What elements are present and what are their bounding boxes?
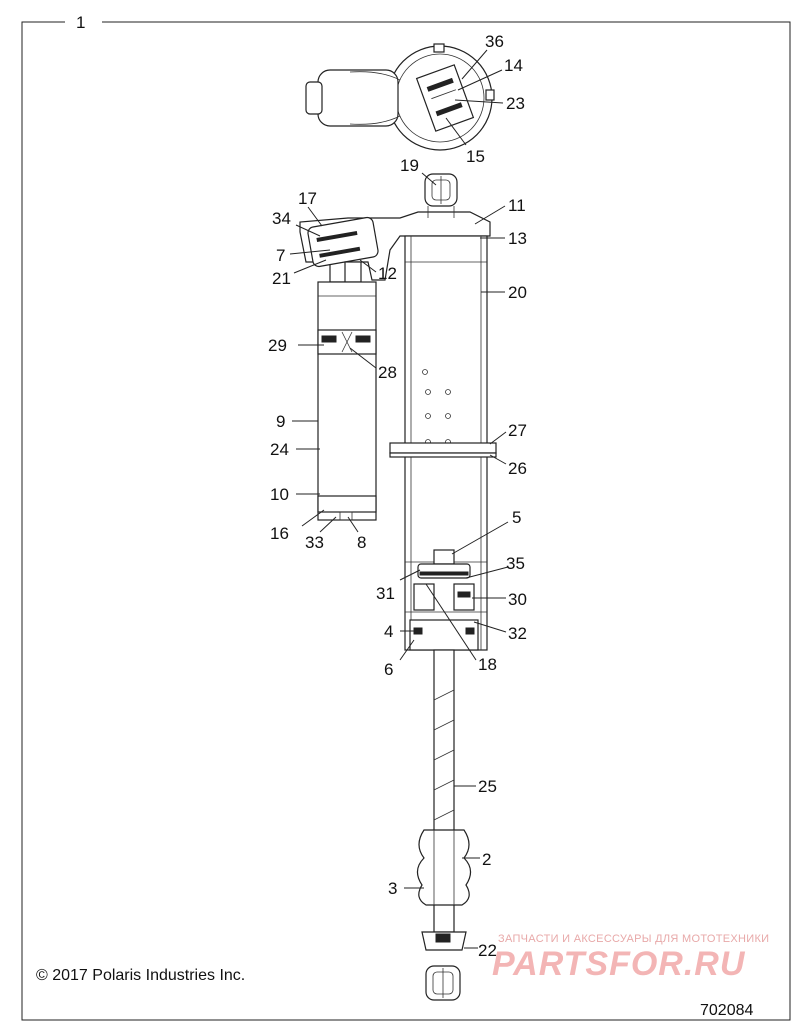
callout-16: 16: [270, 524, 289, 543]
diagram-frame: [21, 21, 791, 1021]
callout-21: 21: [272, 269, 291, 288]
callout-19: 19: [400, 156, 419, 175]
callout-7: 7: [276, 246, 285, 265]
leader-11: [474, 205, 506, 225]
callout-17: 17: [298, 189, 317, 208]
leader-18: [425, 583, 477, 661]
leader-36: [461, 49, 488, 80]
callout-10: 10: [270, 485, 289, 504]
callout-20: 20: [508, 283, 527, 302]
document-number: 702084: [700, 1002, 754, 1019]
leader-15: [445, 117, 467, 146]
callout-34: 34: [272, 209, 291, 228]
callout-13: 13: [508, 229, 527, 248]
callout-23: 23: [506, 94, 525, 113]
leader-16: [301, 509, 325, 527]
callout-33: 33: [305, 533, 324, 552]
copyright-notice: © 2017 Polaris Industries Inc.: [36, 967, 246, 984]
callout-27: 27: [508, 421, 527, 440]
leader-19: [421, 172, 437, 186]
leader-28: [349, 347, 377, 369]
leader-8: [347, 516, 359, 533]
leader-14: [457, 69, 503, 91]
callout-9: 9: [276, 412, 285, 431]
spring-seat-collar: [389, 442, 497, 458]
callout-30: 30: [508, 590, 527, 609]
callout-4: 4: [384, 622, 393, 641]
leader-5: [451, 521, 509, 555]
reservoir: [317, 281, 377, 521]
callout-18: 18: [478, 655, 497, 674]
leader-31: [399, 569, 421, 581]
callout-2: 2: [482, 850, 491, 869]
top-mount-view: [305, 43, 495, 151]
leader-23: [454, 99, 504, 104]
callout-29: 29: [268, 336, 287, 355]
piston-assembly: [409, 549, 479, 651]
callout-14: 14: [504, 56, 523, 75]
callout-24: 24: [270, 440, 289, 459]
leader-33: [319, 516, 337, 533]
callout-22: 22: [478, 941, 497, 960]
callout-6: 6: [384, 660, 393, 679]
bottom-eyelet: [421, 931, 467, 1001]
callout-28: 28: [378, 363, 397, 382]
callout-25: 25: [478, 777, 497, 796]
leader-34: [295, 224, 321, 237]
leader-26: [489, 454, 507, 465]
callout-35: 35: [506, 554, 525, 573]
callout-36: 36: [485, 32, 504, 51]
frame-label: 1: [76, 13, 85, 32]
callout-32: 32: [508, 624, 527, 643]
callout-8: 8: [357, 533, 366, 552]
callout-5: 5: [512, 508, 521, 527]
leader-21: [293, 259, 327, 274]
callout-3: 3: [388, 879, 397, 898]
leader-6: [399, 639, 415, 661]
leader-32: [473, 621, 507, 633]
leader-27: [489, 431, 507, 445]
callout-31: 31: [376, 584, 395, 603]
callout-15: 15: [466, 147, 485, 166]
bump-stop: [416, 829, 472, 906]
leader-35: [465, 566, 509, 579]
watermark-logo: PARTSFOR.RU: [492, 945, 746, 983]
top-eyelet: [424, 173, 458, 207]
leader-7: [289, 249, 331, 255]
callout-26: 26: [508, 459, 527, 478]
leader-12: [359, 259, 377, 273]
watermark-tagline: ЗАПЧАСТИ И АКСЕССУАРЫ ДЛЯ МОТОТЕХНИКИ: [498, 933, 770, 945]
callout-12: 12: [378, 264, 397, 283]
leader-17: [307, 206, 323, 227]
callout-11: 11: [508, 196, 526, 215]
